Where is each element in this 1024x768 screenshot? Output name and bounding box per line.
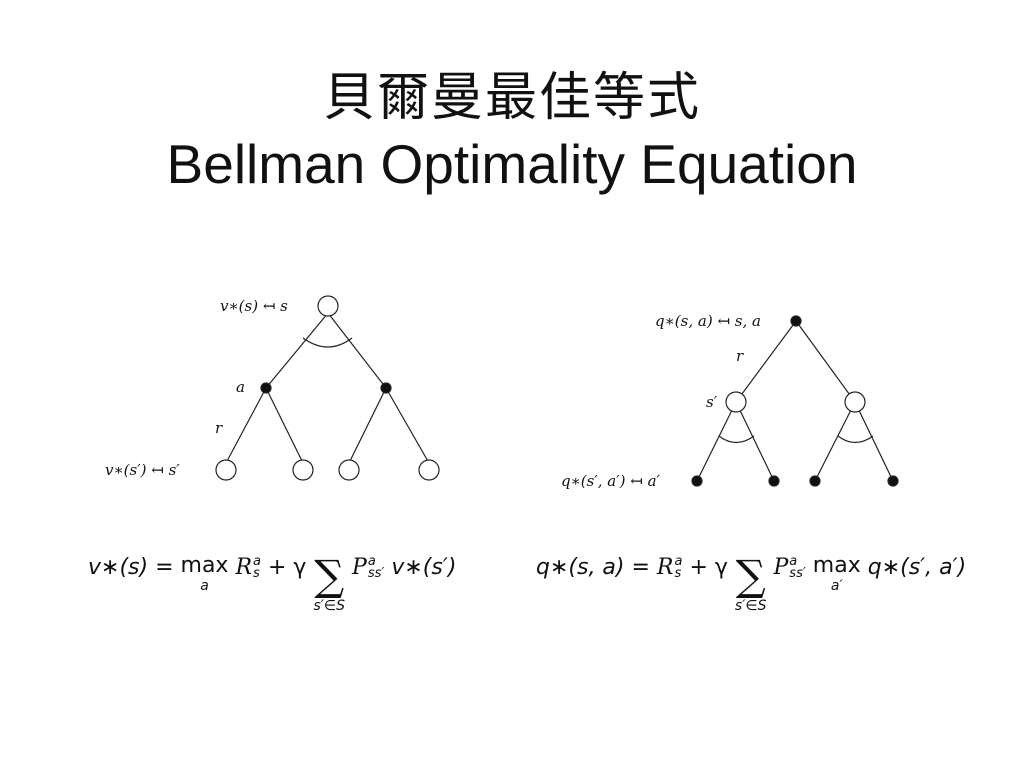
eq-plus-gamma: + γ: [268, 555, 307, 580]
right-reward-label: r: [736, 347, 744, 365]
right-state-label: s′: [706, 393, 718, 411]
max-arc: [837, 435, 874, 444]
eq-reward: R: [235, 555, 253, 580]
max-arc: [302, 337, 353, 348]
eq-max: max a: [180, 553, 229, 594]
left-backup-tree: [215, 295, 440, 481]
left-root-label: v∗(s) ↤ s: [220, 297, 288, 315]
edge: [854, 401, 894, 482]
state-node-leaf: [292, 459, 314, 481]
eq-tail: v∗(s′): [391, 555, 457, 580]
eq-transition: P: [773, 555, 789, 580]
eq-plus-gamma: + γ: [689, 555, 728, 580]
left-leaf-label: v∗(s′) ↤ s′: [105, 461, 180, 479]
edge: [327, 312, 387, 389]
state-node-leaf: [418, 459, 440, 481]
edge: [696, 401, 737, 482]
right-backup-tree: [691, 315, 899, 487]
state-node-root: [317, 295, 339, 317]
right-root-label: q∗(s, a) ↤ s, a: [655, 312, 761, 330]
eq-lhs: v∗(s) =: [88, 555, 174, 580]
edge: [385, 387, 430, 464]
edge: [795, 320, 856, 403]
eq-sum: ∑ s′∈S: [734, 551, 767, 614]
title-english: Bellman Optimality Equation: [166, 133, 858, 195]
eq-reward: R: [656, 555, 674, 580]
right-leaf-label: q∗(s′, a′) ↤ a′: [561, 472, 661, 490]
edge: [225, 387, 267, 464]
eq-transition: P: [352, 555, 367, 580]
eq-max: max a′: [812, 553, 861, 594]
action-node-root: [790, 315, 802, 327]
edge: [814, 401, 856, 482]
left-reward-label: r: [215, 419, 223, 437]
edge: [265, 312, 329, 389]
action-node-leaf: [691, 475, 703, 487]
edge: [735, 401, 775, 482]
action-node-leaf: [768, 475, 780, 487]
state-node-leaf: [338, 459, 360, 481]
action-node-leaf: [809, 475, 821, 487]
state-node: [844, 391, 866, 413]
state-node-leaf: [215, 459, 237, 481]
title-chinese: 貝爾曼最佳等式: [322, 68, 701, 128]
eq-sum: ∑ s′∈S: [313, 551, 346, 614]
action-node: [260, 382, 272, 394]
eq-tail: q∗(s′, a′): [867, 555, 967, 580]
edge: [735, 320, 797, 403]
left-action-label: a: [236, 378, 245, 396]
action-node: [380, 382, 392, 394]
edge: [265, 387, 304, 464]
action-node-leaf: [887, 475, 899, 487]
edge: [348, 387, 387, 464]
max-arc: [718, 435, 755, 444]
state-node: [725, 391, 747, 413]
eq-lhs: q∗(s, a) =: [536, 555, 650, 580]
